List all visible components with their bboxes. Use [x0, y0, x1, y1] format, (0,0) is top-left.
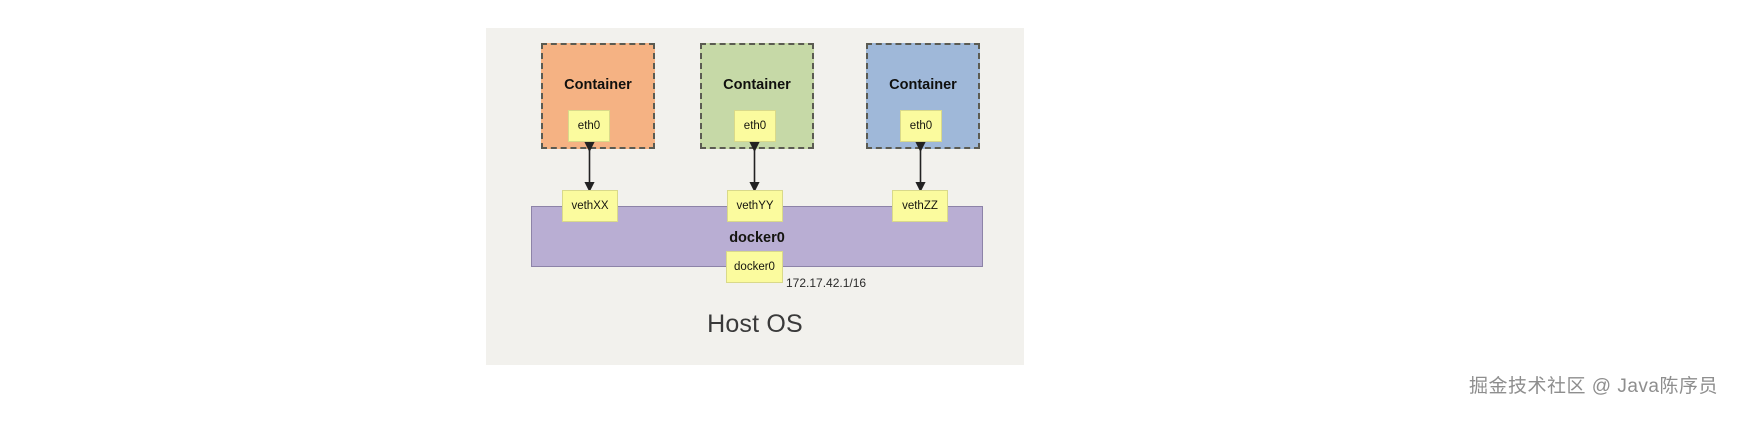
veth-note-2: vethYY — [727, 190, 783, 222]
eth0-note-1: eth0 — [568, 110, 610, 142]
connector-arrow-2 — [749, 141, 760, 193]
eth0-note-2: eth0 — [734, 110, 776, 142]
connector-arrow-1 — [584, 141, 595, 193]
host-os-label: Host OS — [707, 310, 803, 338]
container-title-2: Container — [723, 77, 791, 93]
docker0-ip-label: 172.17.42.1/16 — [786, 276, 867, 290]
docker0-bridge-label: docker0 — [729, 230, 785, 246]
container-box-3: Container — [866, 43, 980, 149]
connector-arrow-3 — [915, 141, 926, 193]
eth0-note-3: eth0 — [900, 110, 942, 142]
docker0-iface-note: docker0 — [726, 251, 783, 283]
veth-note-1: vethXX — [562, 190, 618, 222]
container-title-1: Container — [564, 77, 632, 93]
container-title-3: Container — [889, 77, 957, 93]
watermark-text: 掘金技术社区 @ Java陈序员 — [1469, 376, 1718, 397]
veth-note-3: vethZZ — [892, 190, 948, 222]
